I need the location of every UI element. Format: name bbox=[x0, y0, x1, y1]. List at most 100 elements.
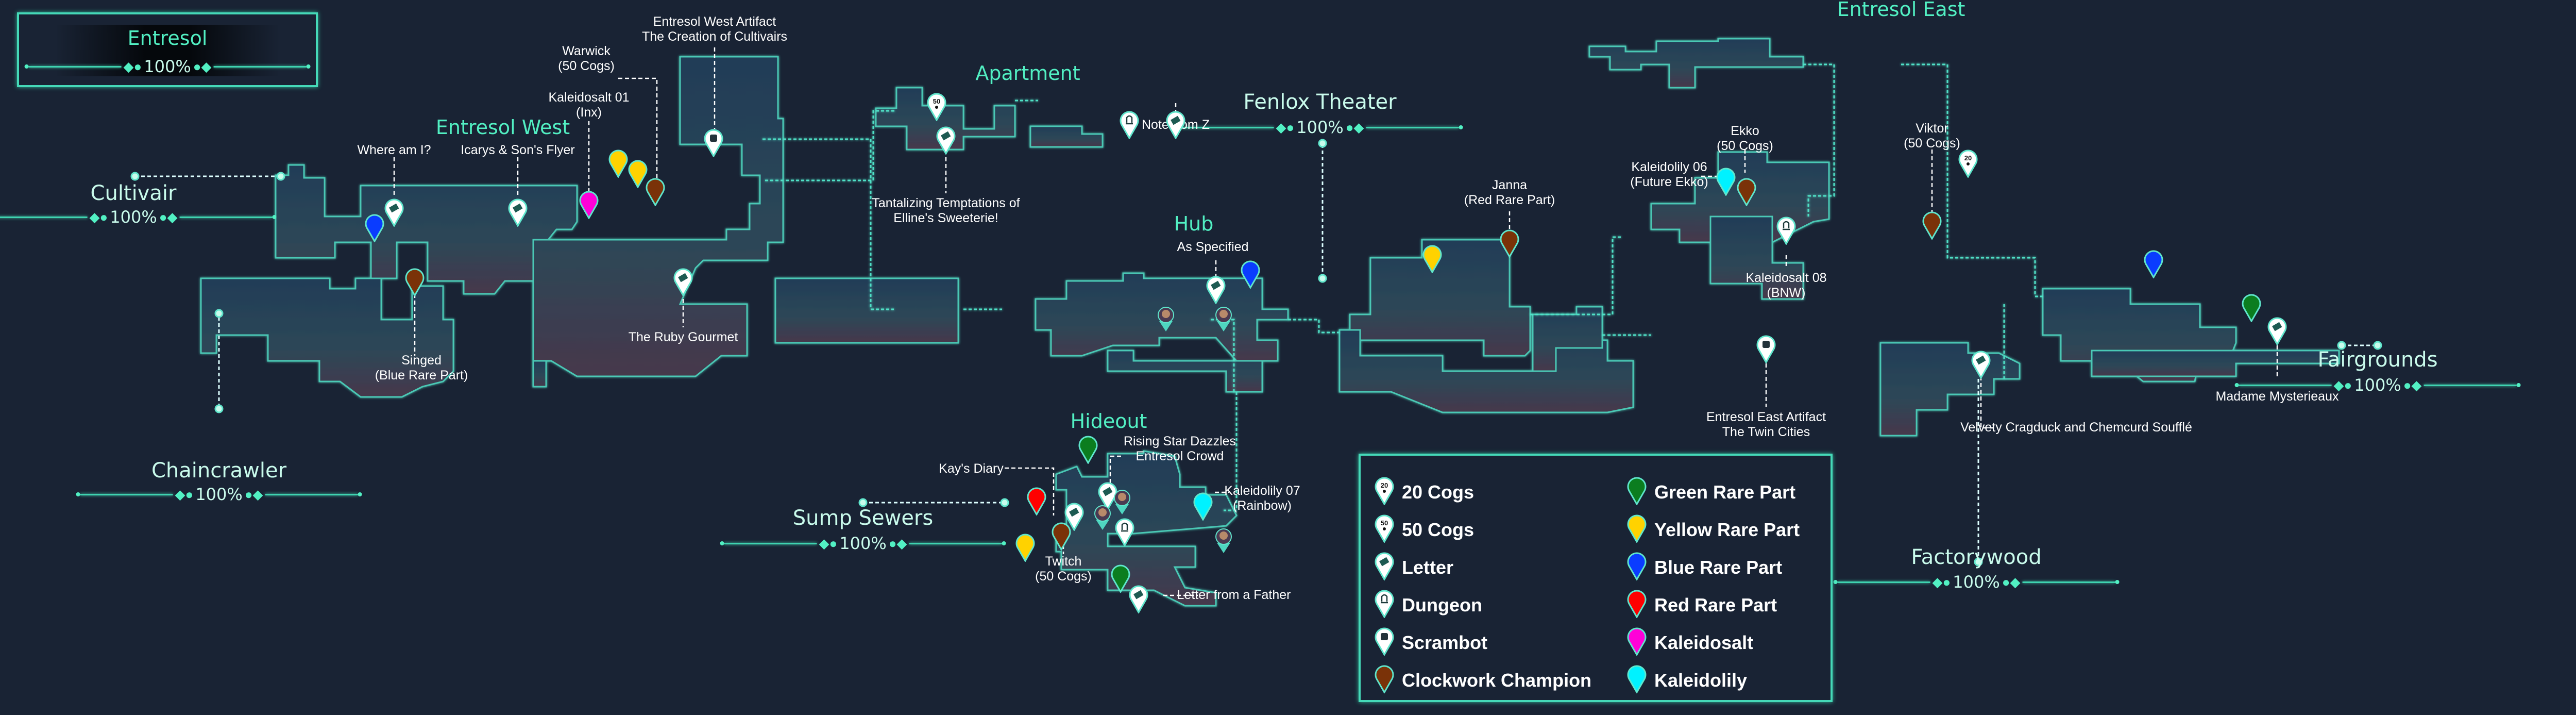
area-completion: ◆● 100% ●◆ bbox=[24, 57, 311, 76]
clockwork-champion-icon[interactable] bbox=[645, 177, 666, 207]
bar-line bbox=[724, 542, 817, 544]
dungeon-icon[interactable] bbox=[1776, 216, 1797, 246]
exit-node-fair-b[interactable] bbox=[2337, 341, 2346, 350]
letter-icon[interactable] bbox=[1971, 350, 1991, 380]
kaleidosalt-icon[interactable] bbox=[579, 190, 599, 220]
npc-portrait-icon[interactable] bbox=[1213, 304, 1234, 332]
dungeon-icon[interactable] bbox=[1114, 518, 1135, 547]
label-line: Elline's Sweeterie! bbox=[893, 211, 998, 225]
connector-janna-ekko bbox=[1530, 236, 1623, 315]
exit-node-sump[interactable] bbox=[858, 498, 868, 507]
label-viktor: Viktor(50 Cogs) bbox=[1904, 121, 1960, 151]
letter-icon[interactable] bbox=[1128, 585, 1149, 614]
label-line: (Inx) bbox=[576, 105, 602, 120]
yellow-rare-part-icon[interactable] bbox=[628, 159, 648, 189]
bar-line bbox=[1181, 126, 1274, 128]
blue-rare-part-icon[interactable] bbox=[364, 213, 385, 243]
exit-node-cultivair-b[interactable] bbox=[276, 172, 285, 181]
exit-lines bbox=[135, 144, 2378, 559]
clockwork-champion-icon[interactable] bbox=[1922, 211, 1942, 241]
room-apartment bbox=[875, 87, 1016, 151]
exit-factorywood[interactable]: Factorywood bbox=[1911, 545, 2042, 569]
bar-line bbox=[1366, 126, 1459, 128]
room-entresol-west-lower bbox=[200, 277, 454, 398]
legend-label: Blue Rare Part bbox=[1654, 556, 1783, 578]
diamond-ornament-icon: ◆● bbox=[175, 486, 194, 502]
letter-icon[interactable] bbox=[936, 126, 956, 156]
exit-fairgrounds[interactable]: Fairgrounds bbox=[2317, 348, 2438, 372]
yellow-rare-part-icon bbox=[1626, 514, 1647, 545]
letter-icon[interactable] bbox=[1064, 502, 1084, 532]
clockwork-champion-icon[interactable] bbox=[404, 268, 425, 297]
npc-portrait-icon[interactable] bbox=[1112, 487, 1132, 516]
exit-cultivair[interactable]: Cultivair bbox=[90, 181, 177, 205]
label-as-specified: As Specified bbox=[1177, 240, 1249, 254]
exit-completion-value: 100% bbox=[2354, 375, 2401, 395]
exit-node-fenlox[interactable] bbox=[1318, 139, 1327, 148]
letter-icon[interactable] bbox=[2267, 317, 2287, 346]
letter-icon[interactable] bbox=[507, 198, 528, 228]
diamond-ornament-icon: ●◆ bbox=[159, 209, 178, 225]
region-hideout: Hideout bbox=[1070, 410, 1147, 433]
bar-end-dot bbox=[1833, 580, 1838, 584]
bar-line bbox=[28, 65, 122, 68]
blue-rare-part-icon[interactable] bbox=[1240, 260, 1261, 290]
exit-sump-sewers[interactable]: Sump Sewers bbox=[792, 506, 934, 530]
yellow-rare-part-icon[interactable] bbox=[1015, 533, 1036, 563]
cogs-20-icon[interactable]: 20 bbox=[1958, 149, 1978, 179]
exit-node-sump-b[interactable] bbox=[1000, 498, 1009, 507]
exit-fenlox-theater[interactable]: Fenlox Theater bbox=[1243, 90, 1397, 114]
exit-chaincrawler[interactable]: Chaincrawler bbox=[151, 459, 287, 483]
npc-portrait-icon[interactable] bbox=[1156, 304, 1176, 332]
exit-node-chaincrawler[interactable] bbox=[214, 404, 224, 413]
diamond-ornament-icon: ◆● bbox=[123, 58, 142, 74]
exit-node-chaincrawler-b[interactable] bbox=[214, 309, 224, 318]
letter-icon[interactable] bbox=[1206, 275, 1226, 305]
diamond-ornament-icon: ●◆ bbox=[1345, 119, 1364, 135]
red-rare-part-icon[interactable] bbox=[1026, 487, 1047, 517]
letter-icon[interactable] bbox=[673, 268, 693, 297]
label-ekko: Ekko(50 Cogs) bbox=[1717, 124, 1773, 154]
scrambot-icon[interactable] bbox=[703, 128, 724, 158]
exit-completion-value: 100% bbox=[1296, 118, 1344, 137]
exit-node-factory[interactable] bbox=[1974, 557, 1983, 567]
exit-node-fenlox-b[interactable] bbox=[1318, 274, 1327, 283]
legend-label: Kaleidolily bbox=[1654, 669, 1748, 691]
label-kaleidolily-07: Kaleidolily 07(Rainbow) bbox=[1224, 484, 1300, 513]
scrambot-icon[interactable] bbox=[1756, 335, 1776, 364]
clockwork-champion-icon[interactable] bbox=[1051, 522, 1072, 552]
diamond-ornament-icon: ◆● bbox=[1276, 119, 1295, 135]
label-line: Entresol East Artifact bbox=[1706, 410, 1826, 424]
bar-end-dot bbox=[24, 64, 29, 69]
npc-portrait-icon[interactable] bbox=[1213, 525, 1234, 554]
room-east-lower bbox=[1338, 329, 1634, 413]
letter-icon[interactable] bbox=[384, 198, 404, 228]
bar-line bbox=[2022, 581, 2115, 583]
dungeon-icon[interactable] bbox=[1119, 110, 1140, 140]
npc-portrait-icon[interactable] bbox=[1092, 502, 1113, 531]
bar-line bbox=[909, 542, 1002, 544]
exit-node-fair[interactable] bbox=[2373, 341, 2382, 350]
cogs-50-icon[interactable]: 50 bbox=[926, 92, 947, 122]
bar-end-dot bbox=[1002, 541, 1006, 545]
exit-node-cultivair[interactable] bbox=[130, 172, 140, 181]
kaleidolily-icon[interactable] bbox=[1193, 492, 1213, 522]
green-rare-part-icon[interactable] bbox=[1110, 564, 1131, 594]
cogs-50-icon: 50 bbox=[1374, 514, 1395, 545]
green-rare-part-icon[interactable] bbox=[1078, 435, 1098, 465]
clockwork-champion-icon[interactable] bbox=[1499, 229, 1520, 259]
green-rare-part-icon[interactable] bbox=[2241, 293, 2262, 323]
bar-line bbox=[2239, 384, 2332, 386]
yellow-rare-part-icon[interactable] bbox=[1422, 244, 1443, 274]
red-rare-part-icon bbox=[1626, 589, 1647, 621]
legend-label: Kaleidosalt bbox=[1654, 631, 1754, 653]
yellow-rare-part-icon[interactable] bbox=[608, 149, 629, 179]
blue-rare-part-icon[interactable] bbox=[2143, 250, 2164, 279]
clockwork-champion-icon[interactable] bbox=[1736, 177, 1757, 207]
label-line: (50 Cogs) bbox=[1717, 139, 1773, 153]
kaleidolily-icon[interactable] bbox=[1716, 167, 1736, 197]
bar-end-dot bbox=[306, 64, 311, 69]
letter-icon[interactable] bbox=[1165, 110, 1186, 140]
